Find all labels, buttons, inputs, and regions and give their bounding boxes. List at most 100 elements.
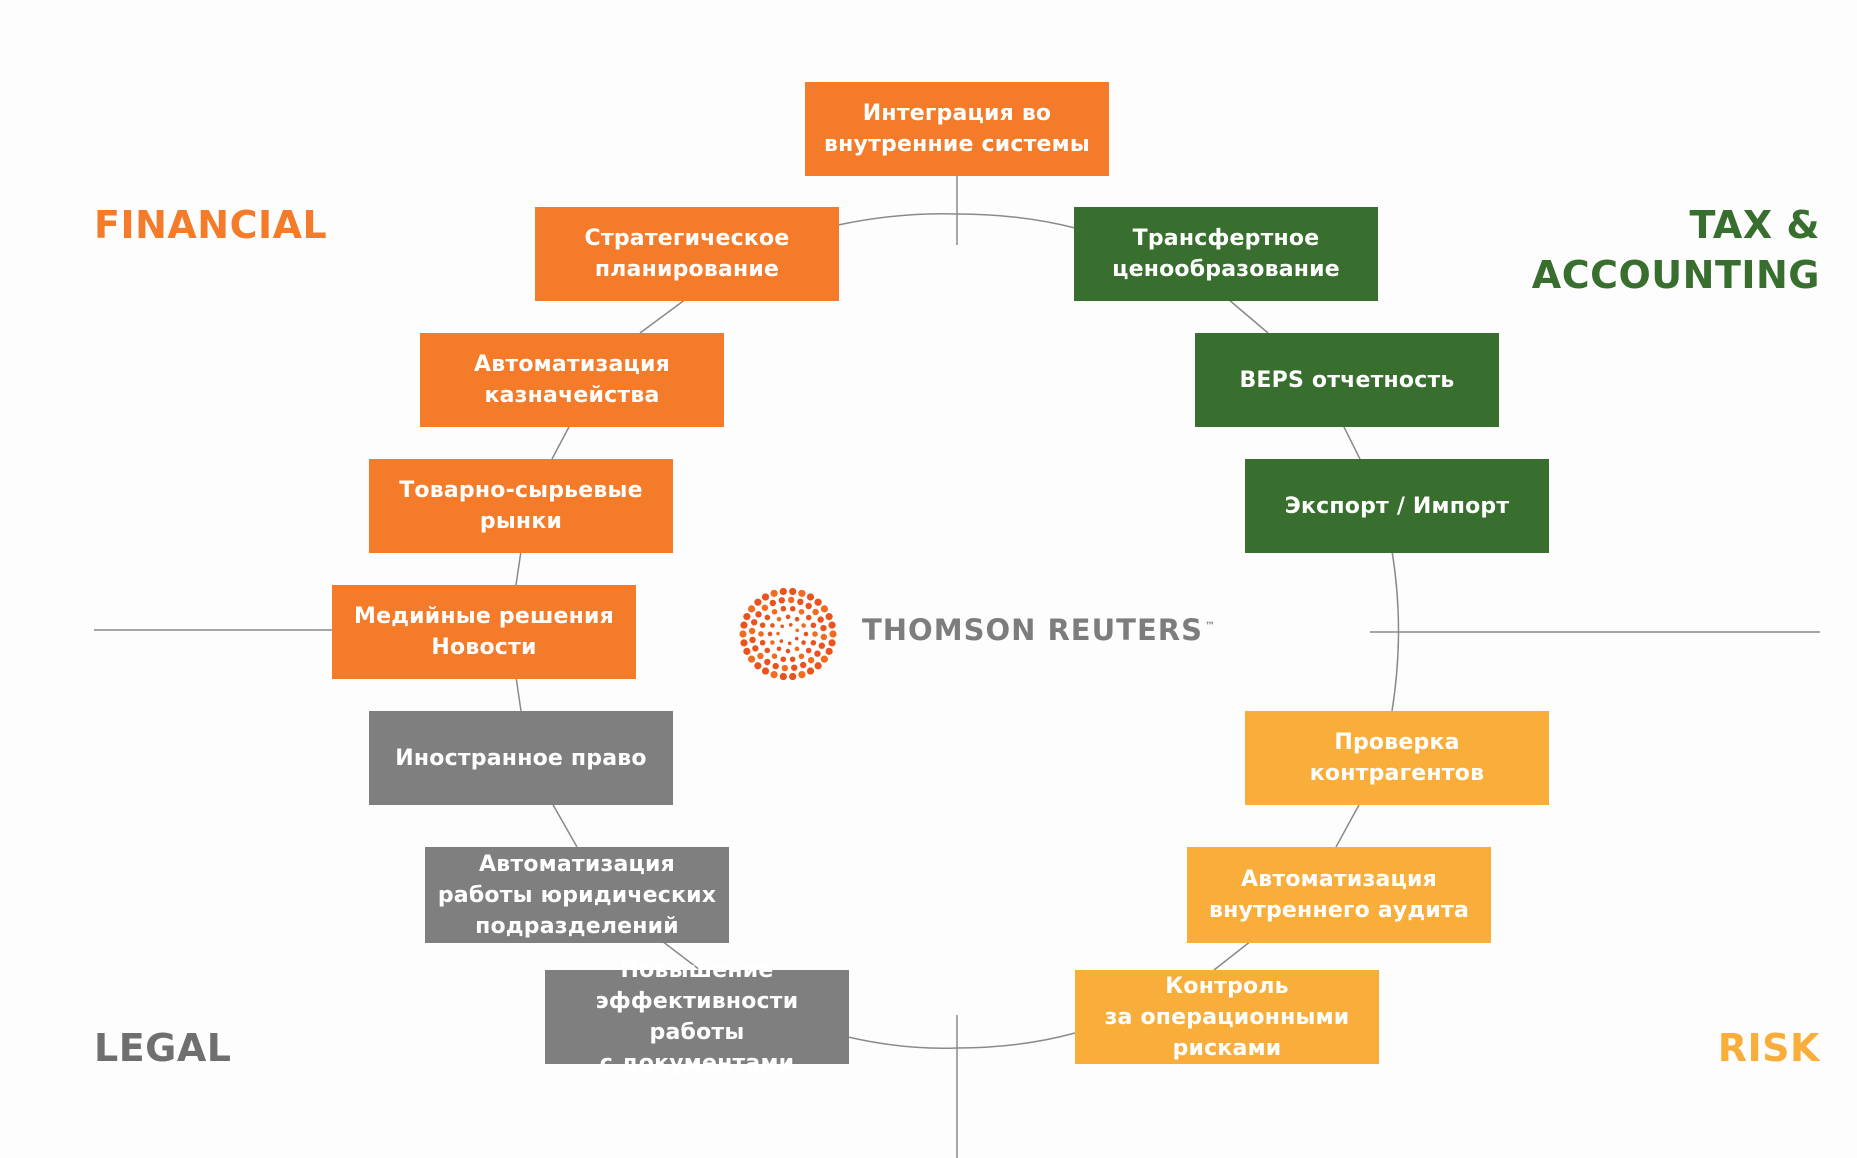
link-beps-export bbox=[1342, 424, 1361, 460]
box-integration: Интеграция во внутренние системы bbox=[805, 82, 1109, 176]
logo-dot bbox=[758, 631, 764, 637]
logo-dot bbox=[747, 605, 756, 613]
logo-dot bbox=[739, 630, 747, 638]
box-treasury-automation: Автоматизация казначейства bbox=[420, 333, 724, 427]
logo-dot bbox=[828, 621, 836, 629]
logo-dot bbox=[789, 587, 797, 596]
arc-top-right bbox=[956, 213, 1076, 229]
logo-dot bbox=[787, 641, 792, 646]
logo-dot bbox=[755, 611, 762, 618]
logo-dot bbox=[805, 647, 812, 654]
logo-dot bbox=[761, 593, 770, 601]
arc-bottom-left bbox=[847, 1036, 958, 1049]
logo-dot bbox=[810, 640, 817, 646]
logo-dot bbox=[785, 648, 791, 654]
brand-name-text: THOMSON REUTERS bbox=[862, 613, 1203, 647]
arc-bottom-right bbox=[956, 1032, 1076, 1049]
logo-dot bbox=[776, 646, 782, 652]
logo-dot bbox=[829, 630, 837, 638]
logo-dot bbox=[825, 613, 833, 621]
logo-dot bbox=[798, 589, 806, 597]
logo-dot bbox=[785, 614, 791, 620]
logo-dot bbox=[740, 621, 748, 629]
box-export-import: Экспорт / Импорт bbox=[1245, 459, 1549, 553]
logo-dot bbox=[820, 655, 829, 663]
logo-dot bbox=[798, 671, 806, 679]
logo-dot bbox=[752, 645, 759, 652]
link-commodities-media bbox=[515, 550, 522, 586]
link-legalauto-documents bbox=[661, 940, 701, 971]
logo-dot bbox=[761, 667, 770, 675]
logo-dot bbox=[764, 658, 771, 666]
logo-dot bbox=[747, 655, 756, 663]
financial-quadrant-label: FINANCIAL bbox=[94, 203, 328, 247]
logo-dot bbox=[770, 671, 778, 679]
logo-dot bbox=[797, 598, 804, 606]
logo-dot bbox=[794, 646, 800, 652]
box-operational-risk-control: Контроль за операционными рисками bbox=[1075, 970, 1379, 1064]
logo-dot bbox=[798, 609, 805, 615]
logo-dot bbox=[748, 627, 756, 635]
logo-dot bbox=[778, 597, 785, 604]
logo-dot bbox=[740, 639, 748, 647]
box-document-efficiency: Повышение эффективности работы с докумен… bbox=[545, 958, 849, 1076]
tax-accounting-quadrant-label: TAX & ACCOUNTING bbox=[1531, 203, 1820, 297]
logo-dot bbox=[764, 647, 771, 654]
link-media-foreignlaw bbox=[515, 676, 522, 712]
logo-dot bbox=[820, 605, 829, 613]
logo-dot bbox=[812, 608, 819, 616]
link-strategic-treasury bbox=[639, 298, 687, 334]
logo-dot bbox=[806, 593, 815, 601]
box-transfer-pricing: Трансфертное ценообразование bbox=[1074, 207, 1378, 301]
logo-dot bbox=[801, 640, 806, 645]
box-foreign-law: Иностранное право bbox=[369, 711, 673, 805]
logo-dot bbox=[779, 587, 787, 596]
link-counterparty-audit bbox=[1335, 802, 1361, 848]
logo-dot bbox=[814, 662, 822, 670]
logo-dot bbox=[780, 605, 787, 612]
logo-dot bbox=[757, 652, 764, 660]
logo-dot bbox=[776, 631, 780, 636]
logo-dot bbox=[789, 656, 796, 663]
logo-dot bbox=[771, 608, 778, 615]
logo-dot bbox=[805, 614, 812, 621]
logo-dot bbox=[806, 667, 815, 675]
logo-dot bbox=[798, 653, 805, 660]
logo-dot bbox=[780, 656, 787, 663]
logo-dot bbox=[789, 672, 797, 681]
logo-dot bbox=[770, 640, 775, 645]
logo-dot bbox=[769, 599, 777, 607]
logo-dot bbox=[767, 631, 773, 637]
logo-dot bbox=[754, 662, 762, 670]
logo-dot bbox=[794, 616, 800, 622]
logo-dot bbox=[799, 661, 807, 669]
thomson-reuters-logo-icon bbox=[739, 587, 837, 681]
box-media-news: Медийные решения Новости bbox=[332, 585, 636, 679]
arc-top-left bbox=[837, 213, 958, 226]
logo-dot bbox=[781, 664, 789, 672]
logo-dot bbox=[764, 614, 771, 621]
logo-dot bbox=[795, 628, 800, 633]
logo-dot bbox=[759, 622, 766, 628]
box-strategic-planning: Стратегическое планирование bbox=[535, 207, 839, 301]
logo-dot bbox=[749, 636, 756, 644]
logo-dot bbox=[803, 631, 809, 637]
logo-dot bbox=[820, 633, 828, 641]
box-internal-audit-automation: Автоматизация внутреннего аудита bbox=[1187, 847, 1491, 943]
logo-dot bbox=[779, 639, 784, 643]
box-commodity-markets: Товарно-сырьевые рынки bbox=[369, 459, 673, 553]
logo-dot bbox=[750, 619, 758, 626]
logo-dot bbox=[820, 624, 827, 632]
logo-dot bbox=[812, 631, 818, 637]
logo-dot bbox=[772, 662, 779, 670]
logo-dot bbox=[771, 653, 778, 659]
logo-dot bbox=[776, 616, 782, 622]
logo-dot bbox=[825, 647, 833, 655]
box-legal-automation: Автоматизация работы юридических подразд… bbox=[425, 847, 729, 943]
logo-dot bbox=[817, 616, 824, 623]
logo-dot bbox=[779, 672, 787, 681]
link-foreignlaw-legalauto bbox=[551, 802, 578, 848]
